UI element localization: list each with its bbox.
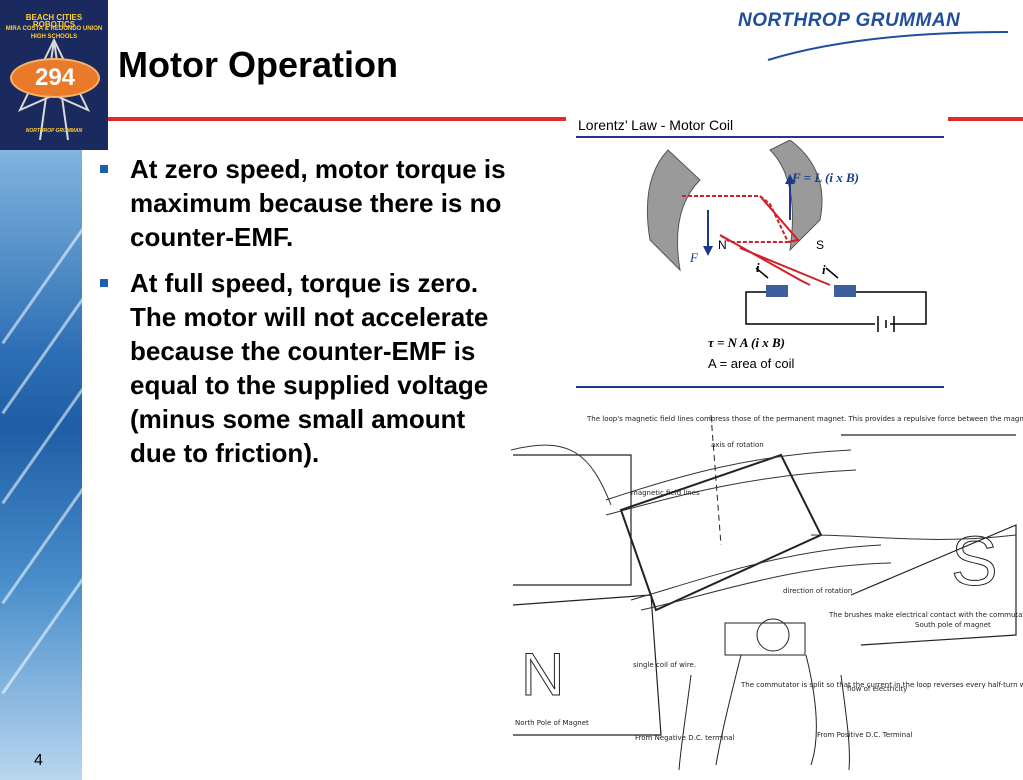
brand-logo: NORTHROP GRUMMAN: [738, 10, 961, 31]
figure-title: Lorentz’ Law - Motor Coil: [578, 117, 734, 133]
figure-rule-bottom: [576, 386, 944, 388]
bullet-list: At zero speed, motor torque is maximum b…: [100, 152, 510, 482]
bullet-item: At full speed, torque is zero. The motor…: [100, 266, 510, 470]
current-label: i: [756, 260, 760, 275]
note-brushes: The brushes make electrical contact with…: [828, 611, 1023, 619]
team-number: 294: [10, 58, 100, 98]
bullet-text: At zero speed, motor torque is maximum b…: [130, 154, 506, 252]
note-south-pole: South pole of magnet: [915, 621, 991, 629]
bullet-marker: [100, 279, 108, 287]
motor-coil-diagram: [646, 140, 927, 332]
note-axis: axis of rotation: [711, 441, 764, 449]
header-rule-left: [108, 117, 566, 121]
force-equation: F = L (i x B): [792, 170, 859, 185]
logo-sponsor: NORTHROP GRUMMAN: [25, 128, 83, 134]
note-negative: From Negative D.C. terminal: [635, 734, 734, 742]
note-commutator: The commutator is split so that the curr…: [740, 681, 1023, 689]
note-coil: single coil of wire.: [633, 661, 696, 669]
big-s-letter: S: [951, 522, 998, 600]
brand-swoosh-icon: [767, 31, 1009, 61]
note-field-lines: magnetic field lines: [631, 489, 700, 497]
big-n-letter: N: [521, 641, 564, 708]
bullet-item: At zero speed, motor torque is maximum b…: [100, 152, 510, 254]
logo-school-line-2: HIGH SCHOOLS: [30, 34, 78, 40]
note-direction: direction of rotation: [783, 587, 852, 595]
figure-rule-top: [576, 136, 944, 138]
current-label: i: [822, 262, 826, 277]
torque-equation: τ = N A (i x B): [708, 335, 785, 350]
note-loop-field: The loop's magnetic field lines compress…: [586, 415, 1023, 423]
force-label: F: [690, 250, 698, 265]
area-definition: A = area of coil: [708, 356, 795, 371]
bullet-marker: [100, 165, 108, 173]
page-title: Motor Operation: [118, 44, 398, 85]
logo-school-line: MIRA COSTA & REDONDO UNION: [5, 26, 103, 32]
header-rule-right: [948, 117, 1023, 121]
page-number: 4: [34, 752, 43, 769]
note-flow: flow of electricity: [847, 685, 907, 693]
bullet-text: At full speed, torque is zero. The motor…: [130, 268, 489, 468]
pole-n-label: N: [718, 238, 727, 252]
pole-s-label: S: [816, 238, 825, 252]
motor-sketch: N S The loop's magnetic field lines comp…: [511, 414, 1023, 771]
note-positive: From Positive D.C. Terminal: [817, 731, 912, 739]
logo-team-name: BEACH CITIES ROBOTICS: [25, 13, 83, 29]
team-logo: BEACH CITIES ROBOTICS MIRA COSTA & REDON…: [0, 0, 108, 150]
magnet-s: [769, 140, 823, 252]
note-north-pole: North Pole of Magnet: [515, 719, 589, 727]
